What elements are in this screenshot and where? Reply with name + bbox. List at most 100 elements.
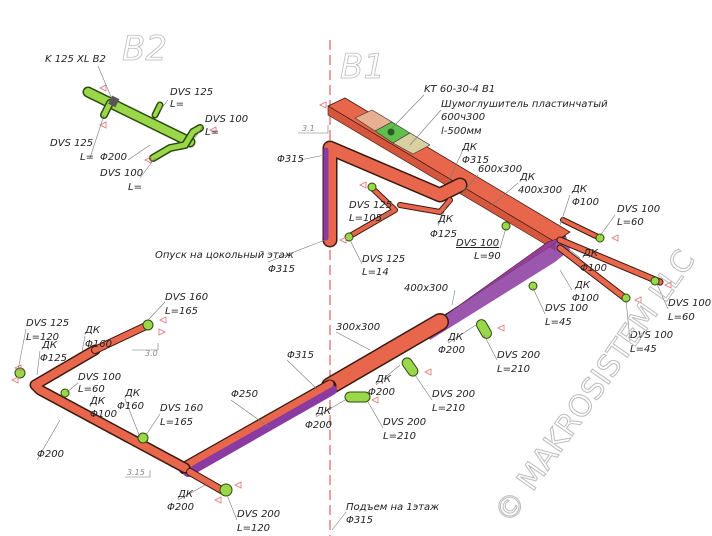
label-length: L=60 (668, 312, 695, 323)
label-diffuser: DVS 200 (497, 350, 540, 361)
diffuser-icon (137, 432, 149, 444)
label-damper: ДК (447, 332, 464, 343)
label-diameter: Φ315 (462, 155, 489, 166)
label-silencer: Шумоглушитель пластинчатый (441, 99, 608, 110)
diffuser-icon (219, 483, 233, 497)
label-diffuser: DVS 125 (26, 318, 69, 329)
system-title-b1: B1 (340, 47, 385, 87)
label-damper: ДК (177, 489, 194, 500)
diffuser-icon (142, 319, 154, 331)
label-diffuser: DVS 100 (630, 330, 673, 341)
diffuser-icon (528, 281, 538, 291)
label-diffuser: DVS 200 (432, 389, 475, 400)
label-damper: ДК (461, 142, 478, 153)
airflow-markers (11, 84, 672, 504)
label-diameter: Φ200 (37, 449, 64, 460)
label-duct-size: 300x300 (336, 322, 380, 333)
label-diffuser: DVS 100 (668, 298, 711, 309)
label-diffuser: DVS 200 (383, 417, 426, 428)
b1-labels: KT 60-30-4 B1 Шумоглушитель пластинчатый… (155, 84, 711, 355)
label-diameter: Φ100 (90, 409, 117, 420)
label-silencer-length: l-500мм (441, 126, 482, 137)
watermark: © MAKROSISTEM LLC (488, 244, 703, 530)
diffuser-icon (595, 233, 605, 243)
label-diameter: Φ200 (100, 152, 127, 163)
label-diffuser: DVS 125 (50, 138, 93, 149)
label-length: L=165 (165, 306, 198, 317)
label-length: L=90 (474, 251, 501, 262)
label-diameter: Φ125 (40, 353, 67, 364)
label-fan: KT 60-30-4 B1 (424, 84, 495, 95)
level-markers: 3.1 3.0 3.15 (125, 124, 329, 478)
label-duct-size: 600x300 (478, 164, 522, 175)
label-diameter: Φ200 (305, 420, 332, 431)
diffuser-icon (650, 276, 660, 286)
label-diameter: Φ250 (231, 389, 258, 400)
label-damper: ДК (582, 248, 599, 259)
diffuser-icon (344, 391, 371, 403)
label-damper: ДК (41, 340, 58, 351)
label-length: L= (170, 99, 184, 110)
label-length: L=120 (26, 332, 59, 343)
label-damper: ДК (375, 374, 392, 385)
b1-round-pipe (322, 140, 511, 248)
label-diameter: Φ200 (368, 387, 395, 398)
main-labels: 300x300 ДК Φ200 DVS 200 L=210 Φ315 ДК Φ2… (26, 292, 540, 534)
label-length: L=60 (78, 384, 105, 395)
label-length: L= (128, 182, 142, 193)
label-length: L=210 (497, 364, 530, 375)
label-diameter: Φ315 (346, 515, 373, 526)
label-diameter: Φ160 (117, 401, 144, 412)
label-duct-size: 400x300 (404, 283, 448, 294)
main-trunk (29, 217, 664, 496)
diffuser-icon (14, 367, 26, 379)
label-valve: K 125 XL B2 (45, 54, 106, 65)
label-diffuser: DVS 100 (456, 238, 499, 249)
b2-duct-assembly (82, 86, 204, 162)
fan-icon (387, 128, 395, 136)
diffuser-icon (60, 388, 70, 398)
label-length: L=45 (630, 344, 657, 355)
label-silencer-size: 600ч300 (441, 112, 485, 123)
level-mark: 3.0 (145, 349, 158, 358)
label-damper: ДК (315, 406, 332, 417)
label-diffuser: DVS 160 (160, 403, 203, 414)
label-damper: ДК (519, 172, 536, 183)
label-damper: ДК (84, 325, 101, 336)
level-mark: 3.15 (127, 468, 145, 477)
label-damper: ДК (89, 396, 106, 407)
label-diffuser: DVS 125 (170, 87, 213, 98)
leader-lines (17, 65, 669, 531)
label-diameter: Φ100 (572, 293, 599, 304)
label-duct-size: 400x300 (518, 185, 562, 196)
label-diffuser: DVS 160 (165, 292, 208, 303)
label-length: L=210 (432, 403, 465, 414)
diffusers (14, 233, 660, 497)
label-diameter: Φ160 (85, 339, 112, 350)
label-length: L=165 (160, 417, 193, 428)
label-length: L=45 (545, 317, 572, 328)
label-diffuser: DVS 100 (617, 204, 660, 215)
label-diffuser: DVS 100 (545, 303, 588, 314)
label-diameter: Φ315 (277, 154, 304, 165)
label-length: L=105 (349, 213, 382, 224)
label-riser-down: Опуск на цокольный этаж (155, 250, 294, 261)
label-length: L= (80, 152, 94, 163)
label-diameter: Φ315 (268, 264, 295, 275)
label-diameter: Φ315 (287, 350, 314, 361)
label-diffuser: DVS 100 (205, 114, 248, 125)
b1-rect-duct (327, 97, 571, 251)
label-riser-up: Подъем на 1этаж (346, 502, 439, 513)
label-damper: ДК (574, 280, 591, 291)
label-damper: ДК (437, 214, 454, 225)
label-diffuser: DVS 125 (349, 200, 392, 211)
level-mark: 3.1 (302, 124, 315, 133)
label-length: L= (205, 127, 219, 138)
label-diameter: Φ100 (580, 263, 607, 274)
label-diameter: Φ125 (430, 229, 457, 240)
label-diameter: Φ100 (572, 197, 599, 208)
valve-icon (108, 95, 120, 108)
diffuser-icon (401, 357, 419, 377)
